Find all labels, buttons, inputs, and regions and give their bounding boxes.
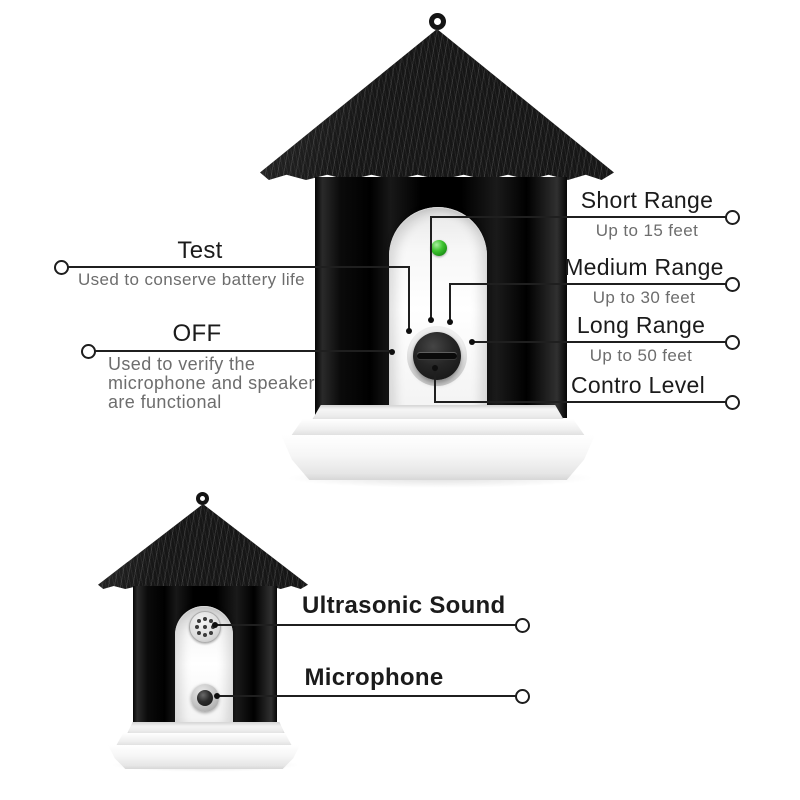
leader-dot [406,328,412,334]
callout-desc-test: Used to conserve battery life [77,270,306,289]
roof-small [98,504,308,589]
callout-endpoint-circle [725,395,740,410]
base-step-middle-small [116,733,292,746]
leader-line [431,216,726,218]
callout-title-short-range: Short Range [580,187,714,213]
leader-dot [432,365,438,371]
leader-line [434,368,436,403]
callout-title-medium-range: Medium Range [564,254,724,280]
leader-line [450,283,726,285]
callout-endpoint-circle [725,210,740,225]
leader-dot [214,693,220,699]
callout-endpoint-circle [81,344,96,359]
callout-title-long-range: Long Range [576,312,706,338]
leader-dot [389,349,395,355]
speaker-holes-icon [203,625,207,629]
roof [260,29,614,180]
callout-endpoint-circle [725,277,740,292]
callout-title-contro-level: Contro Level [570,372,705,398]
hanging-loop-icon [429,13,446,30]
callout-endpoint-circle [54,260,69,275]
hanging-loop-icon [196,492,209,505]
callout-endpoint-circle [515,689,530,704]
leader-dot [428,317,434,323]
base-plinth-small [108,745,300,769]
leader-line [217,695,516,697]
callout-title-off: OFF [172,320,222,347]
knob-pointer [417,353,457,359]
callout-title-microphone: Microphone [304,664,444,691]
base-step-middle [291,419,585,436]
front-panel [389,207,487,419]
leader-line [435,401,726,403]
callout-desc-short-range: Up to 15 feet [595,221,699,240]
leader-line [472,341,726,343]
leader-line [408,266,410,331]
base-plinth [281,435,595,480]
callout-endpoint-circle [725,335,740,350]
base-step-top-small [127,722,285,734]
leader-line [449,283,451,322]
callout-title-test: Test [177,237,223,264]
leader-line [95,350,392,352]
microphone-inner [197,690,213,706]
leader-line [68,266,410,268]
leader-dot [212,622,218,628]
leader-dot [469,339,475,345]
base-step-top [312,405,564,420]
leader-dot [447,319,453,325]
leader-line [215,624,516,626]
led-indicator [431,240,447,256]
callout-endpoint-circle [515,618,530,633]
callout-desc-medium-range: Up to 30 feet [592,288,696,307]
callout-desc-off: Used to verify the microphone and speake… [108,354,315,412]
leader-line [430,216,432,320]
callout-title-ultrasonic-sound: Ultrasonic Sound [302,592,506,619]
callout-desc-long-range: Up to 50 feet [589,346,693,365]
